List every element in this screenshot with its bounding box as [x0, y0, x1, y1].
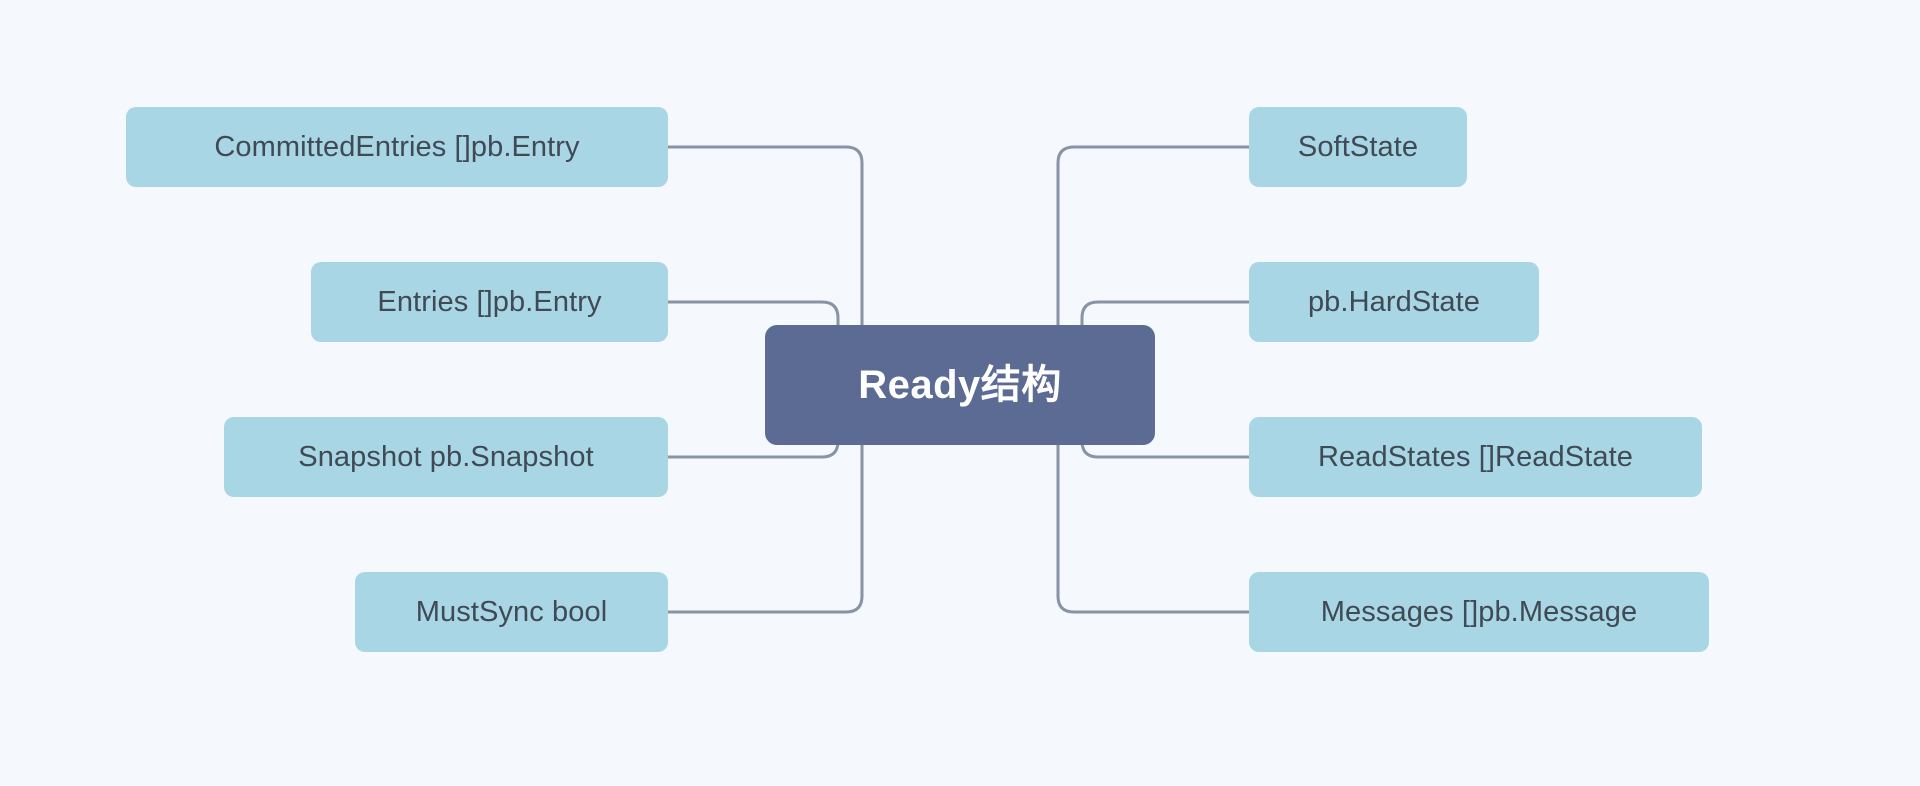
branch-node-soft-state[interactable]: SoftState [1249, 107, 1467, 187]
branch-label: Messages []pb.Message [1320, 595, 1638, 628]
branch-label: pb.HardState [1307, 285, 1481, 318]
edge-right-outer-lower [1056, 416, 1251, 614]
edge-left-outer [666, 145, 864, 334]
branch-node-committed-entries[interactable]: CommittedEntries []pb.Entry [126, 107, 668, 187]
center-node-label: Ready结构 [858, 363, 1062, 407]
edge-left-outer-lower [666, 416, 864, 614]
branch-node-pb-hard-state[interactable]: pb.HardState [1249, 262, 1539, 342]
branch-node-snapshot[interactable]: Snapshot pb.Snapshot [224, 417, 668, 497]
branch-node-entries[interactable]: Entries []pb.Entry [311, 262, 668, 342]
branch-label: ReadStates []ReadState [1318, 440, 1633, 473]
branch-label: SoftState [1297, 130, 1419, 163]
branch-node-must-sync[interactable]: MustSync bool [355, 572, 668, 652]
branch-label: CommittedEntries []pb.Entry [214, 130, 580, 163]
branch-node-messages[interactable]: Messages []pb.Message [1249, 572, 1709, 652]
center-node-ready-struct[interactable]: Ready结构 [765, 325, 1155, 445]
edge-left-inner-upper [666, 300, 840, 334]
edge-right-inner-upper [1080, 300, 1251, 334]
branch-label: Entries []pb.Entry [377, 285, 602, 318]
edge-right-outer-upper [1056, 145, 1251, 334]
branch-label: MustSync bool [415, 595, 608, 628]
branch-label: Snapshot pb.Snapshot [298, 440, 594, 473]
branch-node-read-states[interactable]: ReadStates []ReadState [1249, 417, 1702, 497]
